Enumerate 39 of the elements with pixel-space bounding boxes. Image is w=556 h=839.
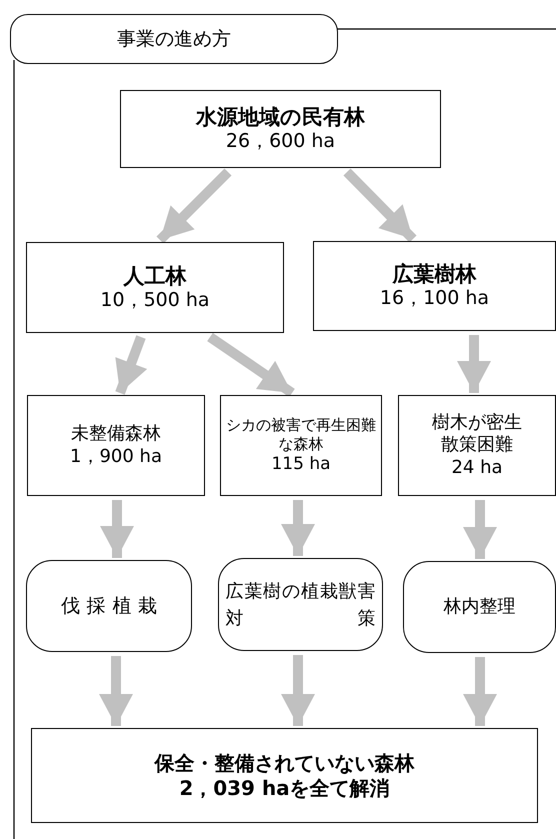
box-text: 1，900 ha — [70, 446, 162, 468]
box-text: 10，500 ha — [100, 288, 210, 312]
arrow — [463, 500, 497, 559]
arrow — [115, 335, 148, 395]
arrow — [281, 500, 315, 556]
arrow — [100, 500, 134, 558]
box-text: 樹木が密生散策困難 — [432, 412, 522, 457]
heading-text: 広葉樹林 — [392, 261, 476, 288]
box-text: 未整備森林 — [71, 423, 161, 446]
process-box — [313, 241, 556, 331]
process-box — [26, 242, 284, 333]
arrow — [343, 168, 417, 243]
arrow — [156, 168, 232, 244]
heading-text: 2，039 haを全て解消 — [179, 776, 390, 800]
process-box — [120, 90, 441, 168]
arrow — [281, 655, 315, 726]
box-text: シカの被害で再生困難な森林 — [226, 416, 376, 454]
arrow — [99, 656, 133, 726]
box-text: 24 ha — [451, 456, 503, 480]
title: 事業の進め方 — [117, 27, 231, 52]
arrow — [463, 657, 497, 726]
box-text: 林内整理 — [444, 596, 516, 618]
heading-text: 水源地域の民有林 — [196, 104, 365, 130]
process-box — [31, 728, 538, 823]
action-box — [218, 558, 383, 651]
box-text: 広葉樹の植栽獣害対策 — [226, 580, 376, 630]
process-box — [398, 395, 556, 496]
arrow — [457, 335, 491, 393]
box-text: 16，100 ha — [380, 287, 490, 311]
box-text: 115 ha — [271, 454, 331, 475]
heading-text: 人工林 — [124, 262, 186, 289]
action-box — [26, 560, 192, 652]
box-text: 伐採植栽 — [61, 594, 157, 619]
process-box — [27, 395, 205, 496]
box-text: 26，600 ha — [226, 130, 336, 154]
process-box — [220, 395, 382, 496]
arrow — [207, 332, 295, 398]
heading-text: 保全・整備されていない森林 — [154, 750, 414, 776]
action-box — [403, 561, 556, 653]
